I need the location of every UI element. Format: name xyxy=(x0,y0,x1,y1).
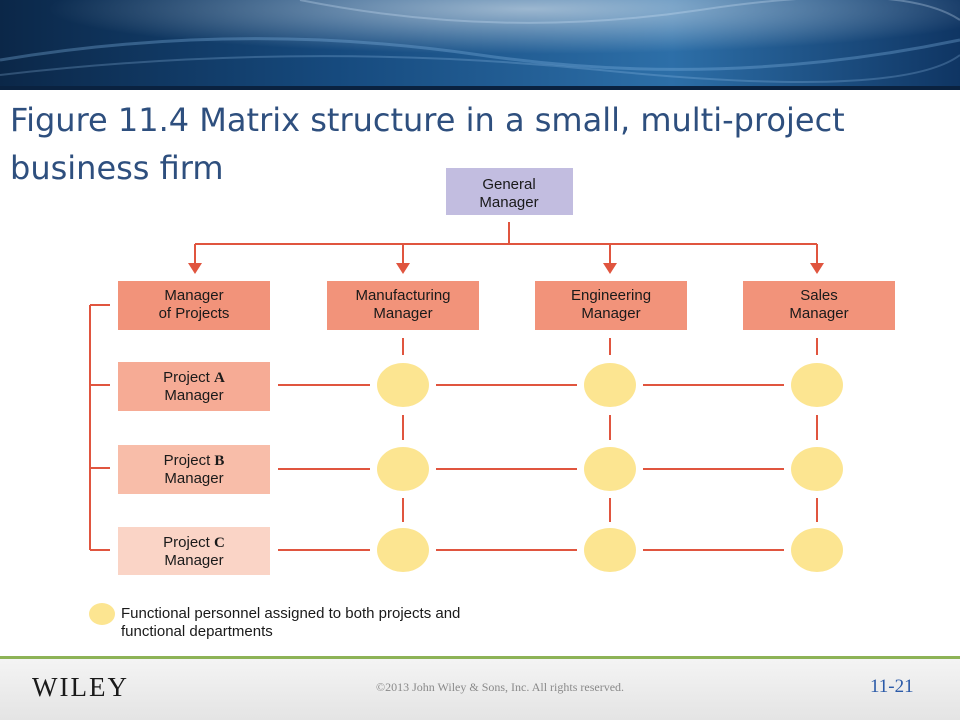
arrowhead-manufacturing xyxy=(396,263,410,274)
personnel-c-sales xyxy=(791,528,843,572)
personnel-a-sales xyxy=(791,363,843,407)
manager-label-line-1: Engineering xyxy=(571,287,651,304)
arrowhead-sales xyxy=(810,263,824,274)
project-manager-label: Manager xyxy=(164,387,223,404)
project-a-manager-box: Project A Manager xyxy=(118,362,270,411)
personnel-circles xyxy=(377,363,843,572)
slide-title-line-2: business firm xyxy=(10,149,224,187)
project-b-manager-box: Project B Manager xyxy=(118,445,270,494)
manager-box-manufacturing: Manufacturing Manager xyxy=(327,281,479,330)
personnel-b-sales xyxy=(791,447,843,491)
svg-text:Project C: Project C xyxy=(163,534,225,551)
legend-text-line-1: Functional personnel assigned to both pr… xyxy=(121,605,460,622)
project-letter: B xyxy=(214,453,224,469)
manager-label-line-1: Manager xyxy=(164,287,223,304)
header-banner xyxy=(0,0,960,90)
footer-bar xyxy=(0,656,960,720)
project-c-manager-box: Project C Manager xyxy=(118,527,270,575)
legend-text-line-2: functional departments xyxy=(121,623,273,640)
svg-text:Project B: Project B xyxy=(164,452,225,469)
personnel-b-engineering xyxy=(584,447,636,491)
slide-number: 11-21 xyxy=(870,676,914,697)
matrix-lines xyxy=(278,338,818,551)
manager-box-projects: Manager of Projects xyxy=(118,281,270,330)
manager-label-line-2: Manager xyxy=(581,305,640,322)
personnel-a-manufacturing xyxy=(377,363,429,407)
general-manager-box: General Manager xyxy=(446,168,573,215)
personnel-b-manufacturing xyxy=(377,447,429,491)
wiley-logo: Wiley xyxy=(32,672,129,702)
project-letter: C xyxy=(214,535,225,551)
manager-label-line-2: Manager xyxy=(789,305,848,322)
manager-label-line-2: Manager xyxy=(373,305,432,322)
svg-text:Project A: Project A xyxy=(163,369,225,386)
project-letter: A xyxy=(214,370,225,386)
manager-label-line-1: Sales xyxy=(800,287,838,304)
reporting-connectors xyxy=(194,222,818,266)
project-word: Project xyxy=(163,534,211,551)
personnel-c-engineering xyxy=(584,528,636,572)
general-manager-label-2: Manager xyxy=(479,194,538,211)
copyright-text: ©2013 John Wiley & Sons, Inc. All rights… xyxy=(375,680,625,694)
manager-box-engineering: Engineering Manager xyxy=(535,281,687,330)
projects-bracket xyxy=(89,304,110,551)
legend-circle-icon xyxy=(89,603,115,625)
slide-title: Figure 11.4 Matrix structure in a small,… xyxy=(10,96,910,192)
manager-label-line-1: Manufacturing xyxy=(355,287,450,304)
arrowheads xyxy=(188,263,824,274)
arrowhead-engineering xyxy=(603,263,617,274)
project-word: Project xyxy=(163,369,211,386)
personnel-c-manufacturing xyxy=(377,528,429,572)
slide-title-line-1: Figure 11.4 Matrix structure in a small,… xyxy=(10,101,845,139)
legend: Functional personnel assigned to both pr… xyxy=(89,603,460,640)
project-manager-label: Manager xyxy=(164,470,223,487)
arrowhead-projects xyxy=(188,263,202,274)
manager-box-sales: Sales Manager xyxy=(743,281,895,330)
project-word: Project xyxy=(164,452,212,469)
project-manager-label: Manager xyxy=(164,552,223,569)
manager-label-line-2: of Projects xyxy=(159,305,230,322)
personnel-a-engineering xyxy=(584,363,636,407)
general-manager-label-1: General xyxy=(482,176,535,193)
